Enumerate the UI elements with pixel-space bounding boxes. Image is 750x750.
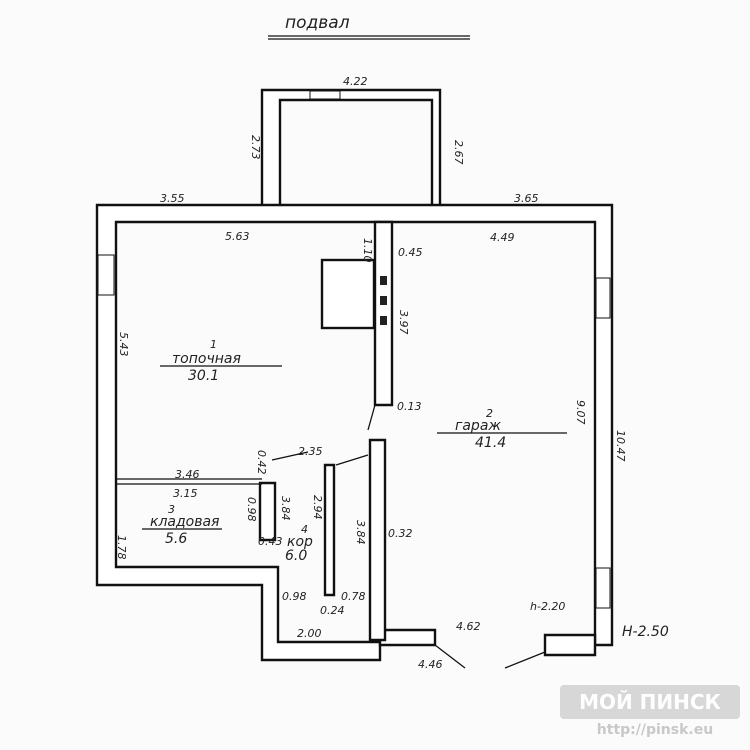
room-name: гараж xyxy=(455,418,501,434)
dimension-label: 2.00 xyxy=(297,627,322,640)
dimension-label: 4.46 xyxy=(418,658,443,671)
plan-title: подвал xyxy=(285,13,350,33)
dimension-label: 0.45 xyxy=(398,246,423,259)
room-3: 3 кладовая 5.6 xyxy=(142,503,222,547)
dimension-label: 4.62 xyxy=(456,620,481,633)
dimension-label: 0.43 xyxy=(258,535,283,548)
watermark-logo: МОЙ ПИНСК xyxy=(560,685,740,719)
room-2: 2 гараж 41.4 xyxy=(437,407,567,451)
dimension-label: 4.49 xyxy=(490,231,515,244)
walls xyxy=(95,88,614,669)
room-area: 41.4 xyxy=(475,435,506,451)
dimension-label: 0.98 xyxy=(282,590,307,603)
dimension-label: 3.15 xyxy=(173,487,198,500)
dimension-label: 3.97 xyxy=(397,310,410,335)
dimension-label: 1.78 xyxy=(115,535,128,560)
room-number: 2 xyxy=(486,407,493,420)
dimension-label: 5.43 xyxy=(117,332,130,357)
dimension-label: 10.47 xyxy=(614,430,627,462)
dimension-label: 0.42 xyxy=(255,450,268,475)
dimension-label: 3.84 xyxy=(279,496,292,521)
dimension-label: h-2.20 xyxy=(530,600,565,613)
dimension-label: 3.84 xyxy=(354,520,367,545)
dimension-label: 0.13 xyxy=(397,400,422,413)
dimension-label: 0.32 xyxy=(388,527,413,540)
dimensions: 4.22 2.73 2.67 3.55 3.65 5.63 4.49 1.10 … xyxy=(115,75,669,671)
dimension-label: 2.35 xyxy=(298,445,323,458)
dimension-label: 3.46 xyxy=(175,468,200,481)
room-area: 5.6 xyxy=(165,531,187,547)
room-name: кор xyxy=(287,534,313,550)
dimension-label: 9.07 xyxy=(574,400,587,425)
room-number: 4 xyxy=(301,523,308,536)
room-name: кладовая xyxy=(150,514,219,530)
room-4: 4 кор 6.0 xyxy=(285,523,313,564)
dimension-label: 0.98 xyxy=(245,497,258,522)
dimension-label: 2.94 xyxy=(311,495,324,520)
dimension-label: 3.65 xyxy=(514,192,539,205)
dimension-label: 1.10 xyxy=(361,238,374,263)
room-area: 30.1 xyxy=(188,368,219,384)
dimension-label: 2.67 xyxy=(452,140,465,165)
dimension-label: 3.55 xyxy=(160,192,185,205)
dimension-label: 0.78 xyxy=(341,590,366,603)
room-number: 1 xyxy=(210,338,217,351)
dimension-label: 4.22 xyxy=(343,75,368,88)
watermark-url: http://pinsk.eu xyxy=(596,722,714,738)
dimension-label: 5.63 xyxy=(225,230,250,243)
room-area: 6.0 xyxy=(285,548,307,564)
dimension-label: 2.73 xyxy=(249,135,262,160)
room-1: 1 топочная 30.1 xyxy=(160,338,282,384)
room-number: 3 xyxy=(168,503,175,516)
dimension-label: 0.24 xyxy=(320,604,345,617)
room-name: топочная xyxy=(172,351,241,367)
dimension-label: H-2.50 xyxy=(622,624,669,640)
